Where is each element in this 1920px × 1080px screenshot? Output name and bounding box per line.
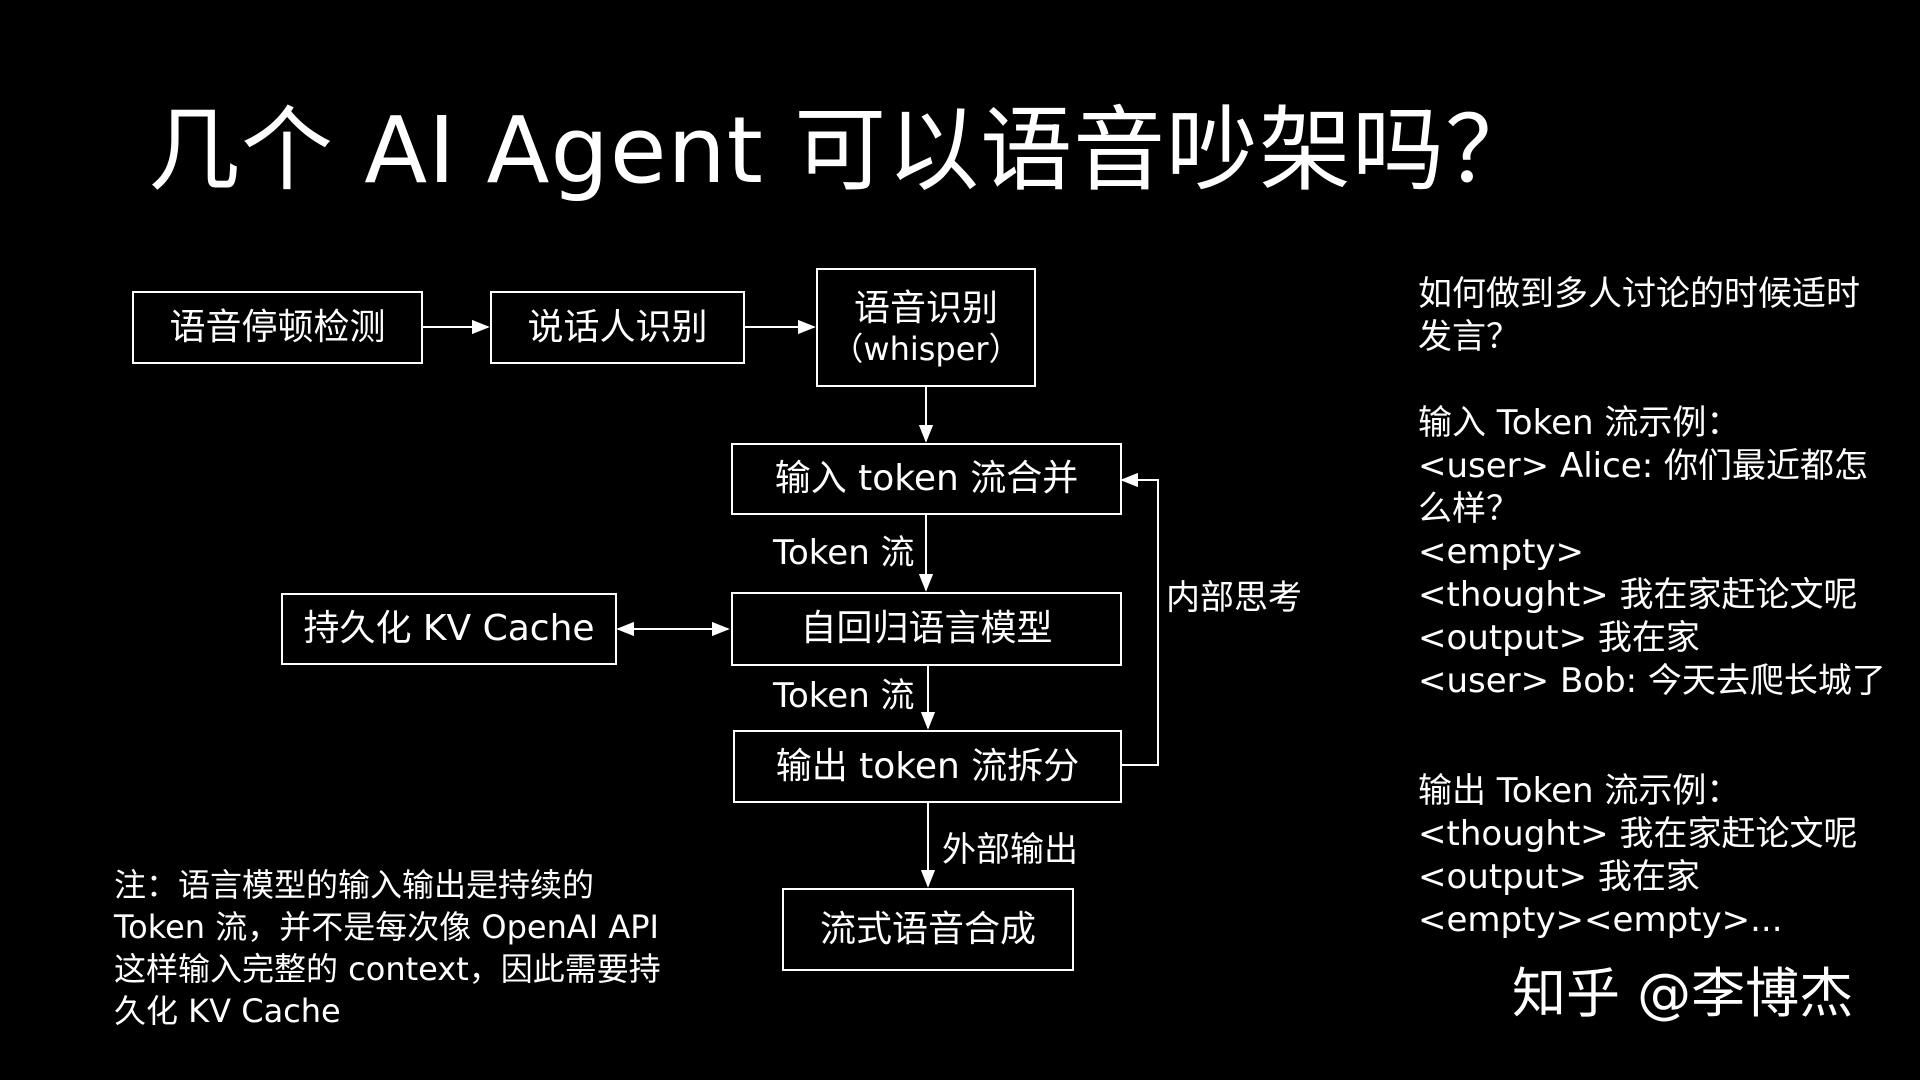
input-example-line: <empty>: [1418, 532, 1585, 572]
box-model-label: 自回归语言模型: [800, 608, 1053, 650]
output-example-title: 输出 Token 流示例：: [1418, 771, 1741, 811]
box-asr-label: 语音识别: [853, 287, 998, 329]
box-merge-label: 输入 token 流合并: [774, 458, 1079, 500]
box-kv-cache: 持久化 KV Cache: [281, 593, 617, 665]
box-vad: 语音停顿检测: [132, 291, 423, 364]
side-input-example: 输入 Token 流示例： <user> Alice: 你们最近都怎么样？ <e…: [1418, 402, 1888, 703]
box-merge: 输入 token 流合并: [731, 443, 1122, 515]
label-token-flow-1: Token 流: [773, 533, 915, 573]
input-example-title: 输入 Token 流示例：: [1418, 403, 1741, 443]
output-example-line: <empty><empty>...: [1418, 900, 1783, 940]
box-split: 输出 token 流拆分: [733, 730, 1122, 803]
box-speaker-id-label: 说话人识别: [527, 306, 708, 348]
footnote: 注：语言模型的输入输出是持续的 Token 流，并不是每次像 OpenAI AP…: [114, 866, 661, 1030]
input-example-line: <output> 我在家: [1418, 618, 1700, 658]
box-asr-sublabel: （whisper）: [831, 329, 1021, 368]
output-example-line: <output> 我在家: [1418, 857, 1700, 897]
box-asr: 语音识别 （whisper）: [816, 268, 1036, 387]
input-example-line: <thought> 我在家赶论文呢: [1418, 575, 1858, 615]
side-question-text: 如何做到多人讨论的时候适时发言？: [1418, 274, 1860, 357]
box-model: 自回归语言模型: [731, 592, 1122, 666]
label-token-flow-2: Token 流: [773, 676, 915, 716]
arrow-internal-thinking-loop: [1120, 472, 1159, 766]
box-tts-label: 流式语音合成: [819, 908, 1036, 950]
label-external-output: 外部输出: [942, 830, 1078, 870]
box-vad-label: 语音停顿检测: [169, 306, 386, 348]
box-kv-cache-label: 持久化 KV Cache: [303, 608, 595, 650]
side-question: 如何做到多人讨论的时候适时发言？: [1418, 273, 1888, 359]
slide-title: 几个 AI Agent 可以语音吵架吗？: [148, 97, 1539, 204]
box-tts: 流式语音合成: [782, 888, 1074, 971]
side-output-example: 输出 Token 流示例： <thought> 我在家赶论文呢 <output>…: [1418, 770, 1888, 942]
box-speaker-id: 说话人识别: [490, 291, 745, 364]
input-example-line: <user> Bob: 今天去爬长城了: [1418, 661, 1886, 701]
box-split-label: 输出 token 流拆分: [775, 745, 1080, 787]
input-example-line: <user> Alice: 你们最近都怎么样？: [1418, 446, 1868, 529]
label-internal-thinking: 内部思考: [1166, 578, 1302, 618]
output-example-line: <thought> 我在家赶论文呢: [1418, 814, 1858, 854]
watermark: 知乎 @李博杰: [1512, 962, 1854, 1025]
